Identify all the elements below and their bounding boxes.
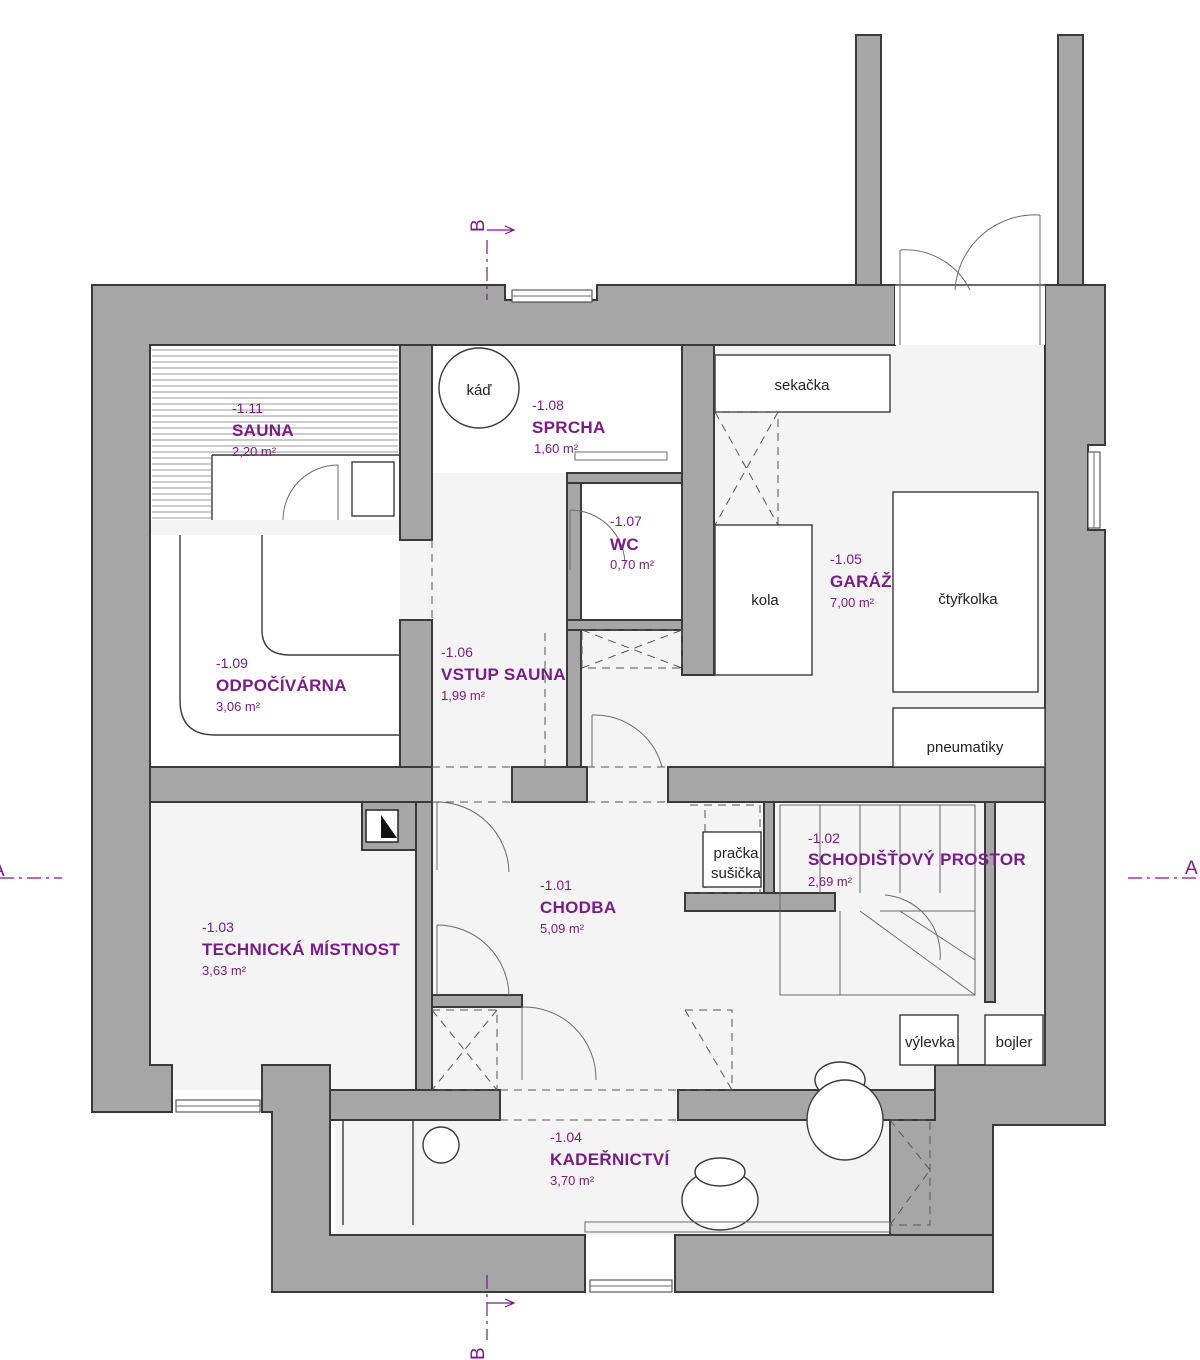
room-area-vstup: 1,99 m²	[441, 688, 486, 703]
item-bojler: bojler	[996, 1034, 1033, 1051]
room-area-chodba: 5,09 m²	[540, 921, 585, 936]
room-name-odpocivarna: ODPOČÍVÁRNA	[216, 676, 347, 695]
room-area-schodiste: 2,69 m²	[808, 874, 853, 889]
room-name-chodba: CHODBA	[540, 898, 616, 917]
room-name-wc: WC	[610, 535, 639, 554]
room-number-schodiste: -1.02	[808, 830, 840, 846]
room-number-kadernictvi: -1.04	[550, 1129, 582, 1145]
room-name-schodiste: SCHODIŠŤOVÝ PROSTOR	[808, 850, 1026, 869]
room-area-garaz: 7,00 m²	[830, 595, 875, 610]
fixtures	[179, 347, 1046, 1233]
room-name-technicka: TECHNICKÁ MÍSTNOST	[202, 940, 400, 959]
room-number-sauna: -1.11	[232, 400, 263, 416]
section-a-right: A	[1185, 858, 1198, 879]
windows	[175, 289, 1101, 1293]
room-name-sprcha: SPRCHA	[532, 418, 606, 437]
room-number-garaz: -1.05	[830, 551, 862, 567]
room-area-wc: 0,70 m²	[610, 557, 655, 572]
room-area-sprcha: 1,60 m²	[534, 441, 579, 456]
item-ctyrkolka: čtyřkolka	[938, 591, 998, 608]
room-name-garaz: GARÁŽ	[830, 572, 892, 591]
room-number-wc: -1.07	[610, 513, 642, 529]
sauna-bench-slats	[152, 349, 398, 519]
walls	[91, 34, 1106, 1293]
item-kola: kola	[751, 592, 779, 609]
item-kad: káď	[466, 382, 492, 399]
room-number-odpocivarna: -1.09	[216, 655, 248, 671]
labels: -1.11 SAUNA 2,20 m² -1.08 SPRCHA 1,60 m²…	[0, 219, 1198, 1360]
room-area-sauna: 2,20 m²	[232, 444, 277, 459]
room-name-vstup: VSTUP SAUNA	[441, 665, 566, 684]
doors	[282, 464, 678, 1121]
section-b-bottom: B	[468, 1347, 489, 1360]
section-b-top: B	[468, 219, 489, 232]
room-area-kadernictvi: 3,70 m²	[550, 1173, 595, 1188]
item-pracka: pračka	[713, 845, 759, 862]
item-pneumatiky: pneumatiky	[927, 739, 1004, 756]
room-area-odpocivarna: 3,06 m²	[216, 699, 261, 714]
item-susicka: sušička	[711, 865, 762, 882]
room-number-vstup: -1.06	[441, 644, 473, 660]
room-number-technicka: -1.03	[202, 919, 234, 935]
section-a-left: A	[0, 860, 5, 881]
room-number-chodba: -1.01	[540, 877, 572, 893]
item-vylevka: výlevka	[905, 1034, 956, 1051]
item-sekacka: sekačka	[774, 377, 830, 394]
room-area-technicka: 3,63 m²	[202, 963, 247, 978]
room-name-sauna: SAUNA	[232, 421, 294, 440]
section-lines	[0, 225, 1200, 1340]
room-number-sprcha: -1.08	[532, 397, 564, 413]
room-name-kadernictvi: KADEŘNICTVÍ	[550, 1150, 670, 1169]
garage-double-door	[895, 214, 1045, 345]
